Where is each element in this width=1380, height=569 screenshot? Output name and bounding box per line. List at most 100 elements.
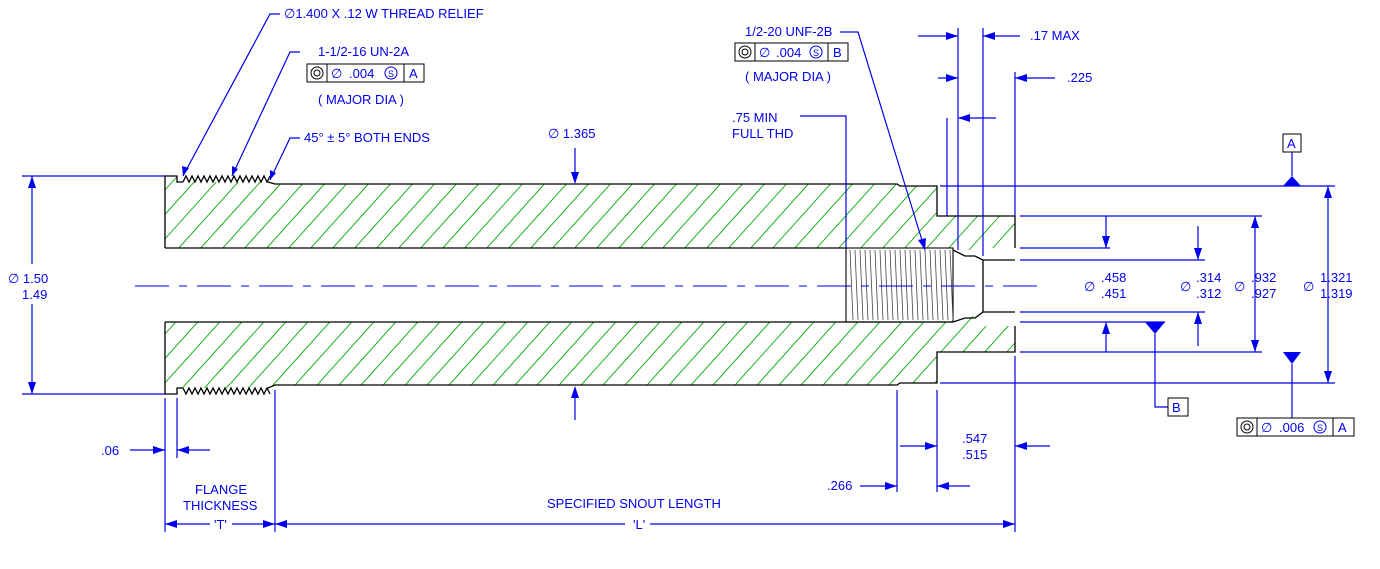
hatch-line — [572, 316, 644, 394]
hatch-line — [660, 316, 732, 394]
hatch-line — [396, 316, 468, 394]
hatch-line — [990, 316, 1015, 394]
hatch-line — [440, 176, 508, 251]
hatch-line — [506, 316, 578, 394]
thread-line — [939, 249, 944, 321]
hatch-line — [902, 316, 974, 394]
hatch-line — [594, 316, 666, 394]
hatch-line — [352, 316, 424, 394]
hatch-line — [165, 316, 204, 394]
hatch-line — [264, 176, 332, 251]
thread-line — [879, 249, 884, 321]
hatch-line — [946, 176, 1014, 251]
hatch-line — [67, 176, 134, 250]
hatch-line — [946, 316, 1015, 394]
hatch-line — [858, 316, 930, 394]
hatch-line — [616, 316, 688, 394]
hatch-line — [748, 176, 816, 251]
bore-314-lower: .312 — [1196, 286, 1221, 301]
hatch-line — [1057, 176, 1124, 250]
hatch-line — [198, 316, 270, 394]
bore-458-lower: .451 — [1101, 286, 1126, 301]
hatch-line — [880, 316, 952, 394]
fcf-internal-thread: S ∅ .004 B — [734, 42, 849, 62]
int-major-dia-note: ( MAJOR DIA ) — [745, 69, 831, 84]
datum-b-label: B — [1172, 400, 1181, 415]
od-fcf-dia: ∅ — [1261, 420, 1272, 435]
hatch-line — [176, 176, 244, 251]
hatch-line — [792, 316, 864, 394]
hatch-line — [352, 176, 420, 251]
dim-17-max: .17 MAX — [1030, 28, 1080, 43]
od-1321-lower: 1.319 — [1320, 286, 1353, 301]
flange-dia-upper: ∅ 1.50 — [8, 271, 48, 286]
thread-line — [934, 249, 939, 321]
svg-text:S: S — [813, 48, 819, 58]
hatch-line — [682, 176, 750, 251]
hatch-line — [165, 176, 178, 251]
hatch-line — [814, 316, 886, 394]
hatch-line — [67, 316, 137, 394]
snout-length-label: SPECIFIED SNOUT LENGTH — [547, 496, 721, 511]
external-thread-spec: 1-1/2-16 UN-2A — [318, 44, 409, 59]
hatch-line — [1123, 176, 1190, 250]
svg-text:S: S — [388, 69, 394, 79]
hatch-line — [836, 316, 908, 394]
hatch-line — [814, 176, 882, 251]
thread-line — [859, 249, 864, 321]
hatch-line — [286, 316, 358, 394]
bore-458-dia: ∅ — [1084, 279, 1095, 294]
hatch-line — [770, 316, 842, 394]
hatch-line — [242, 176, 310, 251]
bore-458-upper: .458 — [1101, 270, 1126, 285]
hatch-line — [220, 316, 292, 394]
dim-06: .06 — [101, 443, 119, 458]
hatch-line — [264, 316, 336, 394]
hatch-line — [1057, 316, 1127, 394]
thread-line — [924, 249, 929, 321]
hatch-line — [484, 176, 552, 251]
datum-a-label: A — [1287, 136, 1296, 151]
thread-line — [914, 249, 919, 321]
hatch-line — [638, 176, 706, 251]
fcf-external-thread: S ∅ .004 A — [306, 63, 425, 83]
hatch-line — [528, 176, 596, 251]
part-outline — [164, 174, 1016, 396]
hatch-line — [616, 176, 684, 251]
od-1321-upper: 1.321 — [1320, 270, 1353, 285]
snout-diameter: ∅ 1.365 — [548, 126, 595, 141]
flange-label-1: FLANGE — [195, 482, 247, 497]
hatch-line — [506, 176, 574, 251]
hatch-line — [1012, 176, 1015, 251]
thread-line — [864, 249, 869, 321]
hatch-line — [396, 176, 464, 251]
dim-547: .547 — [962, 431, 987, 446]
hatch-line — [704, 176, 772, 251]
hatch-line — [462, 176, 530, 251]
dim-266: .266 — [827, 478, 852, 493]
thread-line — [889, 249, 894, 321]
hatch-line — [1079, 316, 1149, 394]
hatch-line — [572, 176, 640, 251]
hatch-line — [836, 176, 904, 251]
int-fcf-dia: ∅ — [759, 45, 770, 60]
hatch-line — [89, 176, 156, 250]
bore-314-upper: .314 — [1196, 270, 1221, 285]
hatch-line — [462, 316, 534, 394]
hatch-line — [165, 316, 182, 394]
fcf-outer-diameter: S ∅ .006 A — [1236, 417, 1355, 437]
od-fcf-tolerance: .006 — [1279, 420, 1304, 435]
bore-932-upper: .932 — [1251, 270, 1276, 285]
hatch-line — [682, 316, 754, 394]
hatch-line — [165, 176, 222, 251]
od-1321-dia: ∅ — [1303, 279, 1314, 294]
hatch-line — [198, 176, 266, 251]
hatch-line — [308, 316, 380, 394]
thread-line — [884, 249, 889, 321]
section-hatch-bottom — [67, 316, 1149, 394]
hatch-line — [308, 176, 376, 251]
hatch-line — [528, 316, 600, 394]
hatch-line — [1079, 176, 1146, 250]
thread-line — [854, 249, 859, 321]
int-fcf-datum: B — [833, 45, 842, 60]
